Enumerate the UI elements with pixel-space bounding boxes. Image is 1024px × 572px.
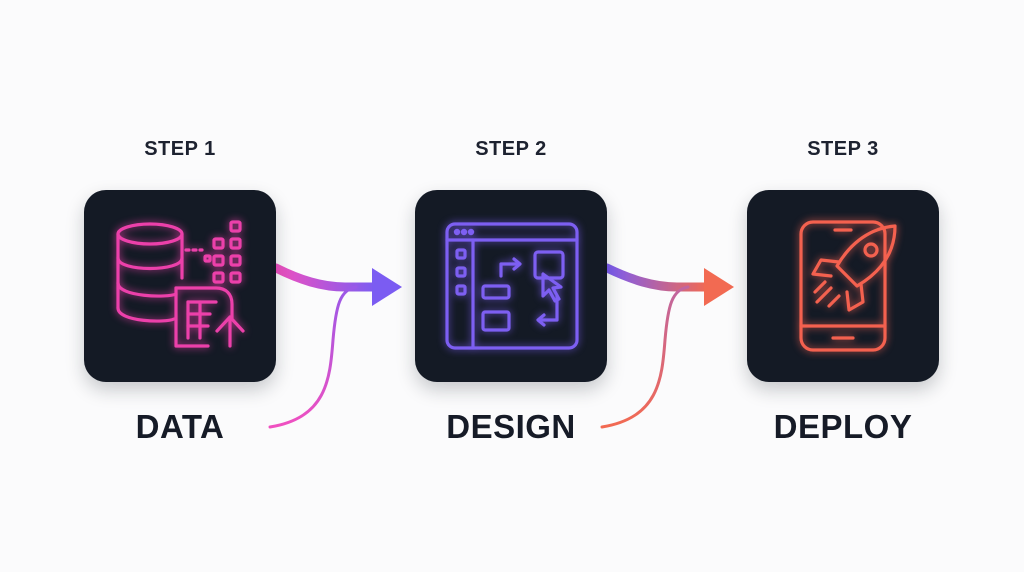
step-label: STEP 3 — [807, 138, 879, 160]
arrow-data-to-design — [268, 263, 402, 429]
step-label: STEP 1 — [144, 138, 216, 160]
mobile-rocket-icon — [799, 220, 897, 352]
step-tile — [84, 190, 276, 382]
step-name: DESIGN — [446, 408, 576, 445]
step-tile — [415, 190, 607, 382]
wireframe-layout-icon — [445, 222, 579, 350]
step-tile — [747, 190, 939, 382]
step-name: DEPLOY — [773, 408, 913, 445]
step-label: STEP 2 — [475, 138, 547, 160]
database-table-upload-icon — [116, 220, 245, 348]
arrow-design-to-deploy — [600, 263, 734, 429]
step-name: DATA — [135, 408, 225, 445]
